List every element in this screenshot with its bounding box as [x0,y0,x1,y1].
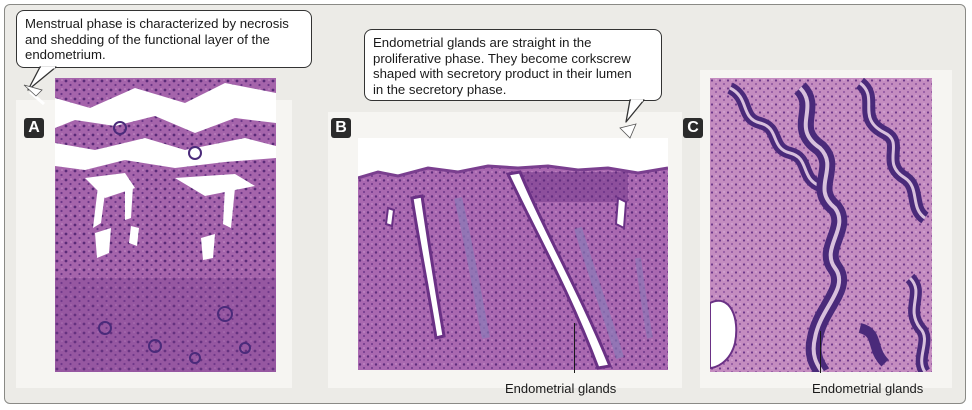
callout-menstrual-text: Menstrual phase is characterized by necr… [25,16,289,62]
panel-label-a: A [24,118,44,138]
panel-label-b: B [331,118,351,138]
leader-line-b [574,323,575,373]
panel-a-micrograph [55,78,276,372]
callout-endometrial-glands: Endometrial glands are straight in the p… [364,29,662,101]
leader-line-c [820,331,821,373]
callout-glands-text: Endometrial glands are straight in the p… [373,35,632,97]
panel-b-micrograph [358,138,668,370]
label-endometrial-glands-b: Endometrial glands [505,381,617,396]
label-endometrial-glands-c: Endometrial glands [812,381,924,396]
panel-label-c: C [683,118,703,138]
callout-menstrual-phase: Menstrual phase is characterized by necr… [16,10,312,68]
panel-c-micrograph [710,78,932,372]
